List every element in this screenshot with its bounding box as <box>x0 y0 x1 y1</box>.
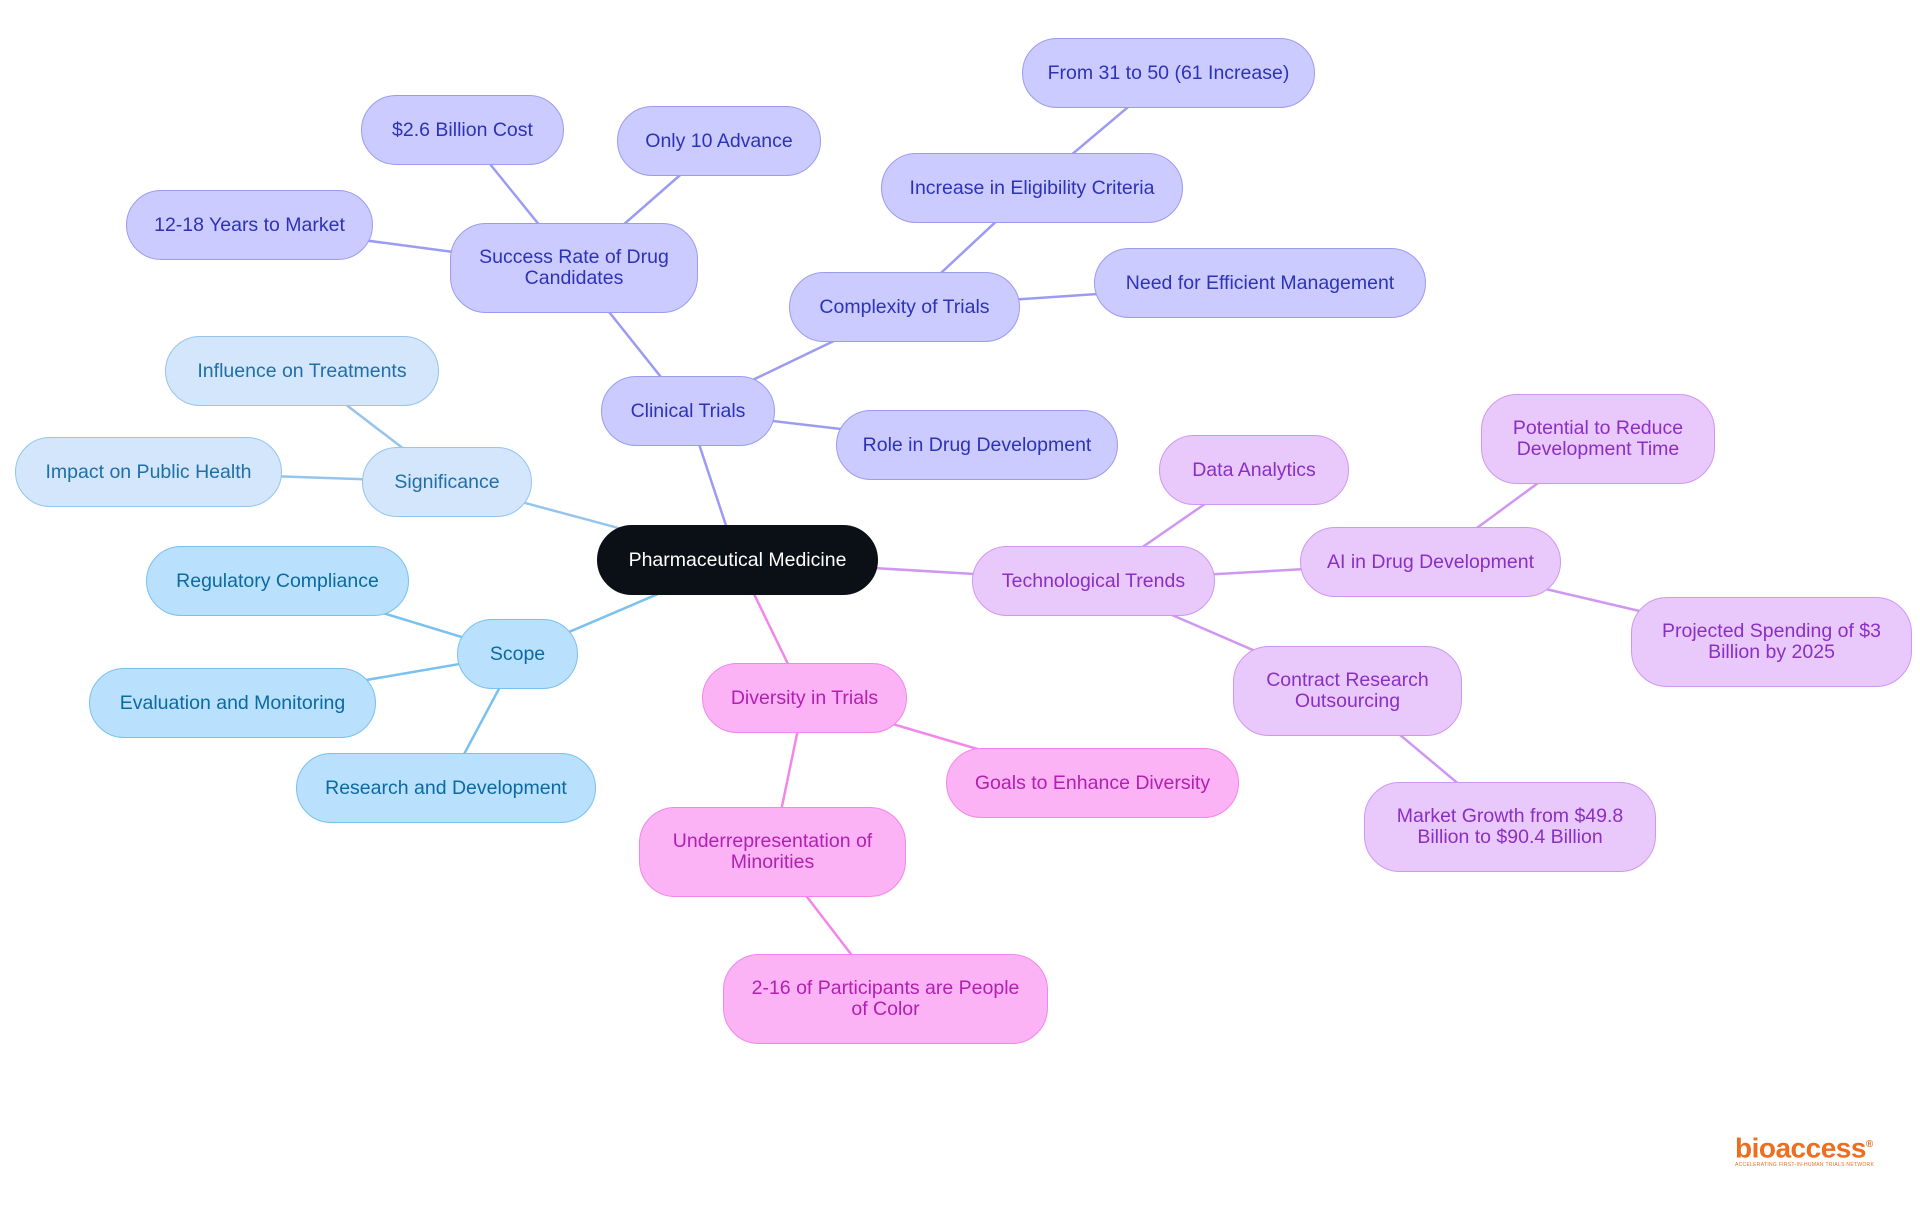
node-impact-on-public-health[interactable]: Impact on Public Health <box>15 437 282 507</box>
node-research-and-development[interactable]: Research and Development <box>296 753 596 823</box>
node-only-10-advance[interactable]: Only 10 Advance <box>617 106 821 176</box>
node-regulatory-compliance[interactable]: Regulatory Compliance <box>146 546 409 616</box>
node-scope[interactable]: Scope <box>457 619 578 689</box>
node-2-6-billion-cost[interactable]: $2.6 Billion Cost <box>361 95 564 165</box>
node-12-18-years[interactable]: 12-18 Years to Market <box>126 190 373 260</box>
node-efficient-management[interactable]: Need for Efficient Management <box>1094 248 1426 318</box>
node-data-analytics[interactable]: Data Analytics <box>1159 435 1349 505</box>
node-diversity-in-trials[interactable]: Diversity in Trials <box>702 663 907 733</box>
node-significance[interactable]: Significance <box>362 447 532 517</box>
node-influence-on-treatments[interactable]: Influence on Treatments <box>165 336 439 406</box>
node-evaluation-and-monitoring[interactable]: Evaluation and Monitoring <box>89 668 376 738</box>
node-projected-spending[interactable]: Projected Spending of $3 Billion by 2025 <box>1631 597 1912 687</box>
node-pharmaceutical-medicine[interactable]: Pharmaceutical Medicine <box>597 525 878 595</box>
node-clinical-trials[interactable]: Clinical Trials <box>601 376 775 446</box>
node-from-31-to-50[interactable]: From 31 to 50 (61 Increase) <box>1022 38 1315 108</box>
node-role-in-drug-development[interactable]: Role in Drug Development <box>836 410 1118 480</box>
node-underrepresentation[interactable]: Underrepresentation of Minorities <box>639 807 906 897</box>
node-ai-in-drug-development[interactable]: AI in Drug Development <box>1300 527 1561 597</box>
node-reduce-development-time[interactable]: Potential to Reduce Development Time <box>1481 394 1715 484</box>
node-market-growth[interactable]: Market Growth from $49.8 Billion to $90.… <box>1364 782 1656 872</box>
node-success-rate[interactable]: Success Rate of Drug Candidates <box>450 223 698 313</box>
node-participants-of-color[interactable]: 2-16 of Participants are People of Color <box>723 954 1048 1044</box>
node-complexity-of-trials[interactable]: Complexity of Trials <box>789 272 1020 342</box>
bioaccess-logo: bioaccess® ACCELERATING FIRST-IN-HUMAN T… <box>1735 1130 1885 1170</box>
node-eligibility-criteria[interactable]: Increase in Eligibility Criteria <box>881 153 1183 223</box>
brand-name: bioaccess® <box>1735 1132 1873 1164</box>
node-technological-trends[interactable]: Technological Trends <box>972 546 1215 616</box>
node-goals-to-enhance-diversity[interactable]: Goals to Enhance Diversity <box>946 748 1239 818</box>
brand-tagline: ACCELERATING FIRST-IN-HUMAN TRIALS NETWO… <box>1735 1162 1875 1169</box>
node-contract-research-outsourcing[interactable]: Contract Research Outsourcing <box>1233 646 1462 736</box>
